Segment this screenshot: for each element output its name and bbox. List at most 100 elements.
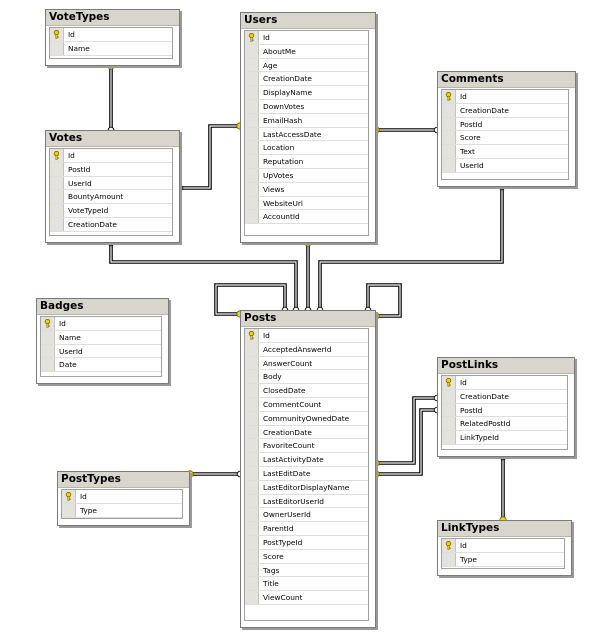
column-row[interactable]: RelatedPostId	[442, 417, 567, 432]
column-row[interactable]: Location	[245, 141, 368, 156]
row-selector	[50, 28, 64, 41]
column-row[interactable]: Views	[245, 182, 368, 197]
relationship-line-inner	[376, 397, 437, 464]
column-row[interactable]: CreationDate	[50, 217, 172, 232]
row-selector	[50, 176, 64, 190]
column-row[interactable]: LastAccessDate	[245, 127, 368, 142]
column-name: CreationDate	[68, 219, 117, 229]
relationship-posts-postlinks-2[interactable]	[376, 408, 437, 476]
column-row[interactable]: Type	[442, 552, 564, 567]
column-row[interactable]: AcceptedAnswerId	[245, 342, 368, 357]
column-row[interactable]: Score	[442, 131, 568, 146]
column-name: FavoriteCount	[263, 441, 315, 451]
column-row[interactable]: Id	[442, 90, 568, 104]
column-row[interactable]: Id	[245, 329, 368, 343]
column-row[interactable]: UserId	[442, 158, 568, 173]
column-row[interactable]: CommentCount	[245, 397, 368, 412]
column-row[interactable]: UpVotes	[245, 168, 368, 183]
column-name: Id	[460, 92, 467, 101]
row-selector	[41, 330, 55, 344]
column-row[interactable]: Id	[50, 28, 172, 42]
column-row[interactable]: Type	[62, 503, 182, 518]
column-row[interactable]: LinkTypeId	[442, 431, 567, 445]
column-row[interactable]: Title	[245, 577, 368, 592]
column-row[interactable]: LastEditorDisplayName	[245, 480, 368, 495]
column-row[interactable]: Reputation	[245, 155, 368, 169]
column-row[interactable]: AnswerCount	[245, 356, 368, 371]
row-selector	[50, 204, 64, 217]
column-row[interactable]: CreationDate	[442, 389, 567, 404]
column-row[interactable]: ViewCount	[245, 591, 368, 605]
column-row[interactable]: Text	[442, 145, 568, 159]
column-row[interactable]: Id	[442, 376, 567, 390]
column-name: AboutMe	[263, 46, 296, 56]
column-row[interactable]: Name	[41, 330, 161, 345]
column-row[interactable]: DownVotes	[245, 99, 368, 114]
column-row[interactable]: ClosedDate	[245, 384, 368, 398]
column-row[interactable]: Date	[41, 358, 161, 373]
column-row[interactable]: Id	[442, 539, 564, 553]
relationship-line-inner	[180, 125, 240, 189]
column-row[interactable]: VoteTypeId	[50, 204, 172, 218]
column-row[interactable]: LastEditorUserId	[245, 494, 368, 509]
column-name: UpVotes	[263, 170, 294, 180]
column-row[interactable]: DisplayName	[245, 86, 368, 100]
row-selector	[245, 563, 259, 577]
column-row[interactable]: LastActivityDate	[245, 453, 368, 467]
column-row[interactable]: Tags	[245, 563, 368, 578]
column-row[interactable]: Id	[245, 31, 368, 45]
column-row[interactable]: Name	[50, 41, 172, 56]
column-row[interactable]: Id	[41, 317, 161, 331]
table-title: Badges	[37, 299, 168, 315]
relationship-users-votes[interactable]	[180, 124, 240, 190]
row-selector	[245, 86, 259, 99]
column-row[interactable]: Age	[245, 58, 368, 73]
table-title: LinkTypes	[438, 521, 571, 537]
column-row[interactable]: CommunityOwnedDate	[245, 411, 368, 426]
column-row[interactable]: PostId	[50, 162, 172, 177]
column-name: Id	[460, 541, 467, 550]
row-selector	[245, 535, 259, 549]
column-row[interactable]: OwnerUserId	[245, 508, 368, 523]
column-row[interactable]: LastEditDate	[245, 466, 368, 481]
column-name: LinkTypeId	[460, 433, 499, 443]
column-row[interactable]: PostId	[442, 403, 567, 418]
column-name: AcceptedAnswerId	[263, 344, 332, 354]
column-row[interactable]: AboutMe	[245, 44, 368, 59]
column-name: UserId	[68, 178, 92, 188]
row-selector	[50, 190, 64, 204]
row-selector	[245, 141, 259, 155]
column-row[interactable]: CreationDate	[442, 103, 568, 118]
column-row[interactable]: FavoriteCount	[245, 439, 368, 454]
column-row[interactable]: UserId	[50, 176, 172, 191]
column-row[interactable]: PostTypeId	[245, 535, 368, 550]
table-title: Comments	[438, 72, 575, 88]
row-selector	[245, 494, 259, 508]
column-row[interactable]: Id	[62, 490, 182, 504]
column-row[interactable]: ParentId	[245, 522, 368, 536]
relationship-posts-postlinks-1[interactable]	[376, 396, 437, 465]
column-row[interactable]: UserId	[41, 344, 161, 359]
column-row[interactable]: WebsiteUrl	[245, 196, 368, 211]
column-row[interactable]: PostId	[442, 117, 568, 132]
column-row[interactable]: BountyAmount	[50, 190, 172, 205]
column-name: PostId	[460, 119, 483, 129]
column-name: LastAccessDate	[263, 129, 322, 139]
column-row[interactable]: AccountId	[245, 210, 368, 225]
column-name: AccountId	[263, 212, 300, 222]
column-row[interactable]: CreationDate	[245, 72, 368, 87]
column-row[interactable]: CreationDate	[245, 425, 368, 440]
column-row[interactable]: EmailHash	[245, 113, 368, 128]
column-row[interactable]: Body	[245, 370, 368, 385]
column-row[interactable]: Score	[245, 549, 368, 564]
column-row[interactable]: Id	[50, 149, 172, 163]
